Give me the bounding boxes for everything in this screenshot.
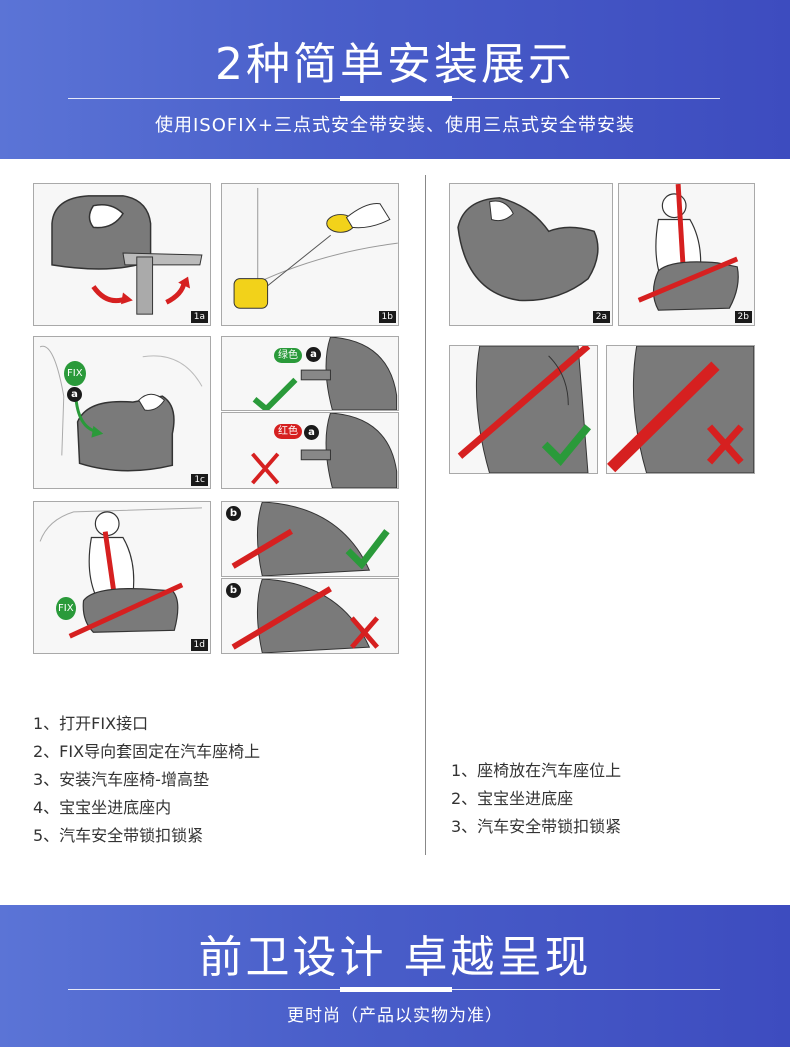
header-rule (68, 96, 720, 101)
step-item: 3、安装汽车座椅-增高垫 (33, 770, 209, 789)
marker-a: a (67, 387, 82, 402)
step-item: 2、宝宝坐进底座 (451, 789, 574, 808)
illustration-2b: 2b (618, 183, 755, 326)
fix-badge: FIX (56, 597, 76, 620)
footer-banner: 前卫设计 卓越呈现 更时尚（产品以实物为准） (0, 905, 790, 1047)
illustration-belt-ok: b (221, 501, 399, 577)
marker-b: b (226, 583, 241, 598)
header-banner: 2种简单安装展示 使用ISOFIX+三点式安全带安装、使用三点式安全带安装 (0, 0, 790, 159)
fix-badge: FIX (64, 361, 86, 386)
step-item: 1、打开FIX接口 (33, 714, 149, 733)
steps-belt: 1、座椅放在汽车座位上 2、宝宝坐进底座 3、汽车安全带锁扣锁紧 (451, 757, 621, 841)
illustration-green-ok: 绿色 a (221, 336, 399, 411)
green-badge: 绿色 (274, 348, 302, 363)
panel-tag: 2a (592, 311, 610, 323)
panel-tag: 1d (190, 639, 208, 651)
step-item: 3、汽车安全带锁扣锁紧 (451, 817, 622, 836)
panel-tag: 2b (734, 311, 752, 323)
illustration-2-wrong (606, 345, 755, 474)
footer-subtitle: 更时尚（产品以实物为准） (287, 1006, 503, 1026)
illustration-2-ok (449, 345, 598, 474)
step-item: 4、宝宝坐进底座内 (33, 798, 172, 817)
illustration-2a: 2a (449, 183, 613, 326)
footer-rule (68, 987, 720, 992)
step-item: 5、汽车安全带锁扣锁紧 (33, 826, 204, 845)
marker-a: a (306, 347, 321, 362)
step-item: 1、座椅放在汽车座位上 (451, 761, 622, 780)
steps-isofix: 1、打开FIX接口 2、FIX导向套固定在汽车座椅上 3、安装汽车座椅-增高垫 … (33, 710, 260, 850)
column-divider (425, 175, 426, 855)
panel-tag: 1b (378, 311, 396, 323)
panel-tag: 1a (190, 311, 208, 323)
illustration-1a: 1a (33, 183, 211, 326)
illustration-1d: FIX 1d (33, 501, 211, 654)
footer-title: 前卫设计 卓越呈现 (198, 932, 592, 983)
red-badge: 红色 (274, 424, 302, 439)
illustration-belt-wrong: b (221, 578, 399, 654)
illustration-1c: FIX a 1c (33, 336, 211, 489)
header-title: 2种简单安装展示 (215, 39, 575, 90)
panel-tag: 1c (191, 474, 208, 486)
illustration-red-wrong: 红色 a (221, 412, 399, 489)
step-item: 2、FIX导向套固定在汽车座椅上 (33, 742, 261, 761)
marker-a: a (304, 425, 319, 440)
marker-b: b (226, 506, 241, 521)
header-subtitle: 使用ISOFIX+三点式安全带安装、使用三点式安全带安装 (155, 115, 635, 136)
illustration-1b: 1b (221, 183, 399, 326)
